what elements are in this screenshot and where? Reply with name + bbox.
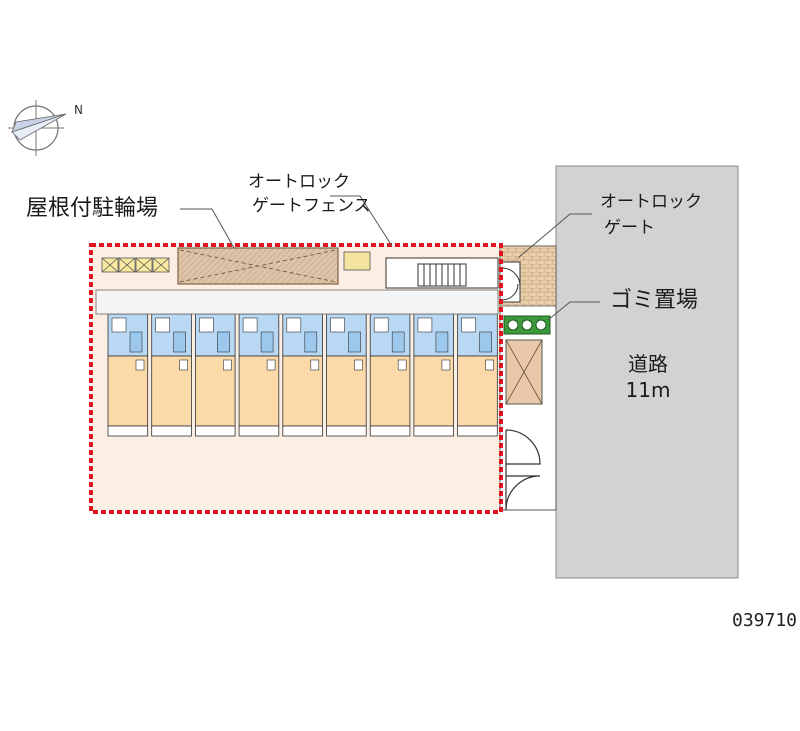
autolock-gate-fence-label-line1: オートロック (248, 172, 350, 192)
unit-bath (417, 317, 433, 333)
road-width-label: 11m (625, 378, 671, 402)
unit-kitchen (173, 331, 186, 353)
unit-closet (397, 359, 407, 371)
unit-kitchen (479, 331, 492, 353)
leader-bike (180, 208, 235, 249)
autolock-gate (499, 245, 557, 307)
autolock-gate-label-line1: オートロック (600, 192, 702, 212)
corridor (95, 289, 499, 315)
unit-kitchen (391, 331, 405, 353)
stair-structure (385, 257, 499, 289)
unit-bath (330, 317, 345, 333)
unit-bath (373, 317, 389, 333)
unit-kitchen (129, 331, 143, 353)
unit-kitchen (260, 331, 274, 353)
unit-balcony (238, 425, 280, 437)
unit-kitchen (217, 331, 230, 353)
unit-closet (266, 359, 276, 371)
unit-bath (155, 317, 170, 333)
unit-kitchen (348, 331, 361, 353)
unit-bath (286, 317, 302, 333)
garbage-area-label: ゴミ置場 (610, 288, 699, 313)
leader-lines (180, 195, 600, 321)
leader-fence (330, 195, 393, 247)
unit-balcony (457, 425, 498, 437)
unit-closet (354, 359, 363, 371)
leader-garbage (547, 301, 600, 321)
property-code: 039710 (732, 610, 798, 631)
autolock-gate-fence-label-line2: ゲートフェンス (252, 196, 371, 216)
apartment-units (107, 299, 498, 437)
unit-bath (199, 317, 214, 333)
covered-bicycle-parking-area (101, 247, 371, 285)
unit-closet (310, 359, 320, 371)
unit-balcony (413, 425, 454, 437)
unit-bath (242, 317, 258, 333)
road (555, 165, 739, 579)
bike-rack-small (343, 251, 371, 271)
unit-closet (179, 359, 188, 371)
north-letter: N (74, 103, 83, 117)
apartment-unit (457, 299, 498, 437)
unit-bath (111, 317, 127, 333)
apartment-unit (413, 299, 454, 437)
lower-gate (505, 429, 541, 511)
unit-balcony (194, 425, 236, 437)
apartment-unit (151, 299, 192, 437)
storage-box (505, 339, 543, 405)
unit-kitchen (304, 331, 318, 353)
autolock-gate-label-line2: ゲート (604, 218, 655, 238)
unit-closet (485, 359, 494, 371)
garbage-area (503, 315, 551, 335)
unit-bath (461, 317, 476, 333)
apartment-unit (326, 299, 367, 437)
unit-balcony (282, 425, 323, 437)
apartment-unit (194, 299, 236, 437)
site-boundary (89, 243, 503, 514)
unit-closet (441, 359, 451, 371)
unit-closet (223, 359, 232, 371)
unit-kitchen (435, 331, 449, 353)
covered-bicycle-parking-label: 屋根付駐輪場 (26, 196, 159, 221)
apartment-unit (107, 299, 149, 437)
north-arrow-icon: N (8, 100, 83, 156)
unit-balcony (151, 425, 192, 437)
unit-closet (135, 359, 145, 371)
road-label: 道路 (628, 352, 668, 376)
unit-balcony (326, 425, 367, 437)
apartment-unit (282, 299, 323, 437)
unit-balcony (369, 425, 411, 437)
unit-balcony (107, 425, 149, 437)
apartment-unit (369, 299, 411, 437)
bicycle-racks-icon (101, 257, 170, 273)
leader-gate (517, 213, 592, 259)
apartment-unit (238, 299, 280, 437)
